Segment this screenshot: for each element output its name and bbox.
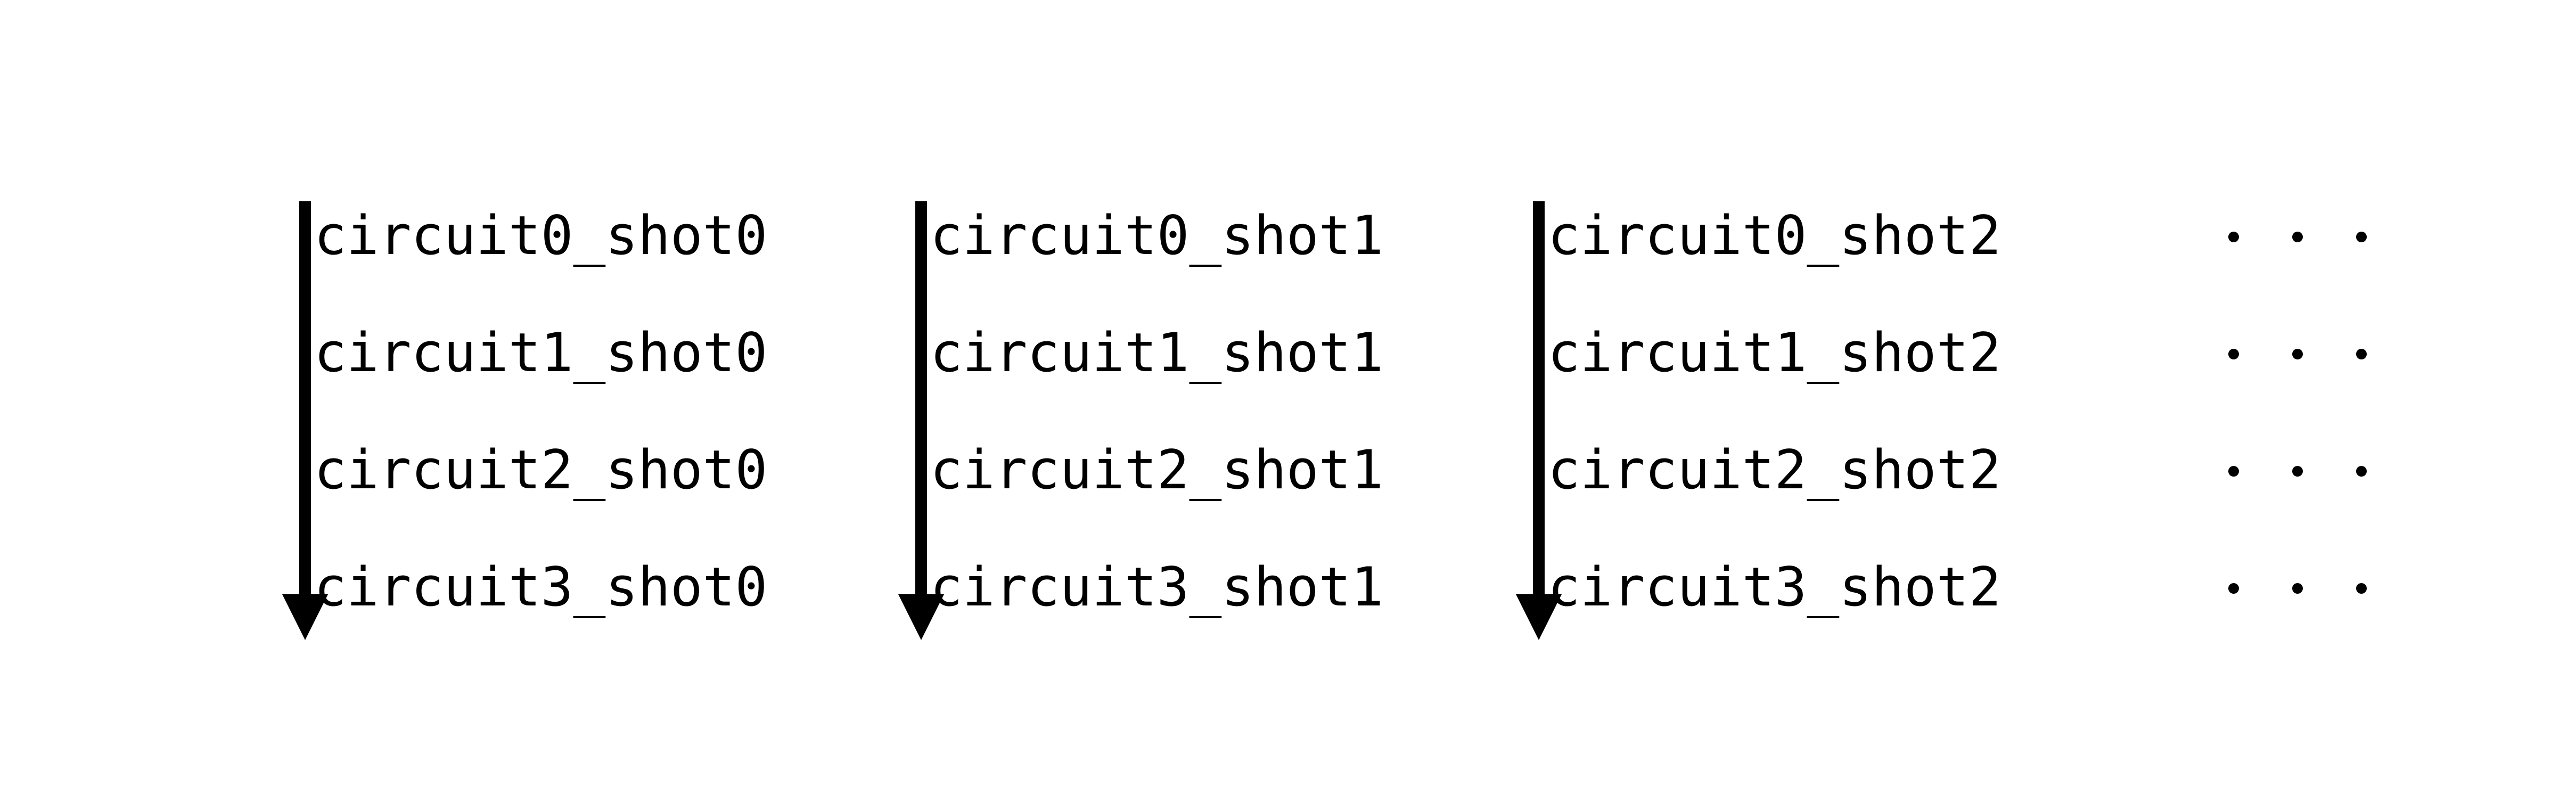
arrow-head bbox=[1516, 594, 1562, 640]
circuit-label: circuit3_shot1 bbox=[930, 555, 1384, 618]
circuit-label: circuit1_shot2 bbox=[1548, 321, 2001, 384]
down-arrow-icon-shot1 bbox=[898, 201, 944, 640]
circuit-label: circuit2_shot2 bbox=[1548, 438, 2001, 501]
ellipsis-dot-icon bbox=[2356, 583, 2367, 594]
arrow-head bbox=[898, 594, 944, 640]
ellipsis-dot-icon bbox=[2356, 349, 2367, 359]
ellipsis-dot-icon bbox=[2228, 232, 2239, 242]
ellipsis-dot-icon bbox=[2356, 232, 2367, 242]
circuit-label: circuit2_shot0 bbox=[314, 438, 768, 501]
ellipsis-dot-icon bbox=[2292, 583, 2303, 594]
ellipsis-row bbox=[2228, 349, 2367, 359]
ellipsis-dot-icon bbox=[2228, 349, 2239, 359]
circuit-label: circuit3_shot0 bbox=[314, 555, 768, 618]
ellipsis-dot-icon bbox=[2228, 583, 2239, 594]
circuit-label: circuit0_shot1 bbox=[930, 204, 1384, 267]
ellipsis-row bbox=[2228, 583, 2367, 594]
circuit-label: circuit1_shot0 bbox=[314, 321, 768, 384]
ellipsis-row bbox=[2228, 466, 2367, 477]
arrow-head bbox=[282, 594, 328, 640]
ellipsis-dot-icon bbox=[2228, 466, 2239, 477]
arrow-shaft bbox=[915, 201, 927, 595]
circuit-label: circuit2_shot1 bbox=[930, 438, 1384, 501]
ellipsis-dot-icon bbox=[2292, 232, 2303, 242]
ellipsis-row bbox=[2228, 232, 2367, 242]
circuit-label: circuit0_shot0 bbox=[314, 204, 768, 267]
circuit-label: circuit3_shot2 bbox=[1548, 555, 2001, 618]
circuit-label: circuit0_shot2 bbox=[1548, 204, 2001, 267]
circuit-label: circuit1_shot1 bbox=[930, 321, 1384, 384]
down-arrow-icon-shot2 bbox=[1516, 201, 1562, 640]
ellipsis-dot-icon bbox=[2292, 466, 2303, 477]
ellipsis-dot-icon bbox=[2356, 466, 2367, 477]
arrow-shaft bbox=[299, 201, 311, 595]
ellipsis-dot-icon bbox=[2292, 349, 2303, 359]
down-arrow-icon-shot0 bbox=[282, 201, 328, 640]
arrow-shaft bbox=[1533, 201, 1545, 595]
